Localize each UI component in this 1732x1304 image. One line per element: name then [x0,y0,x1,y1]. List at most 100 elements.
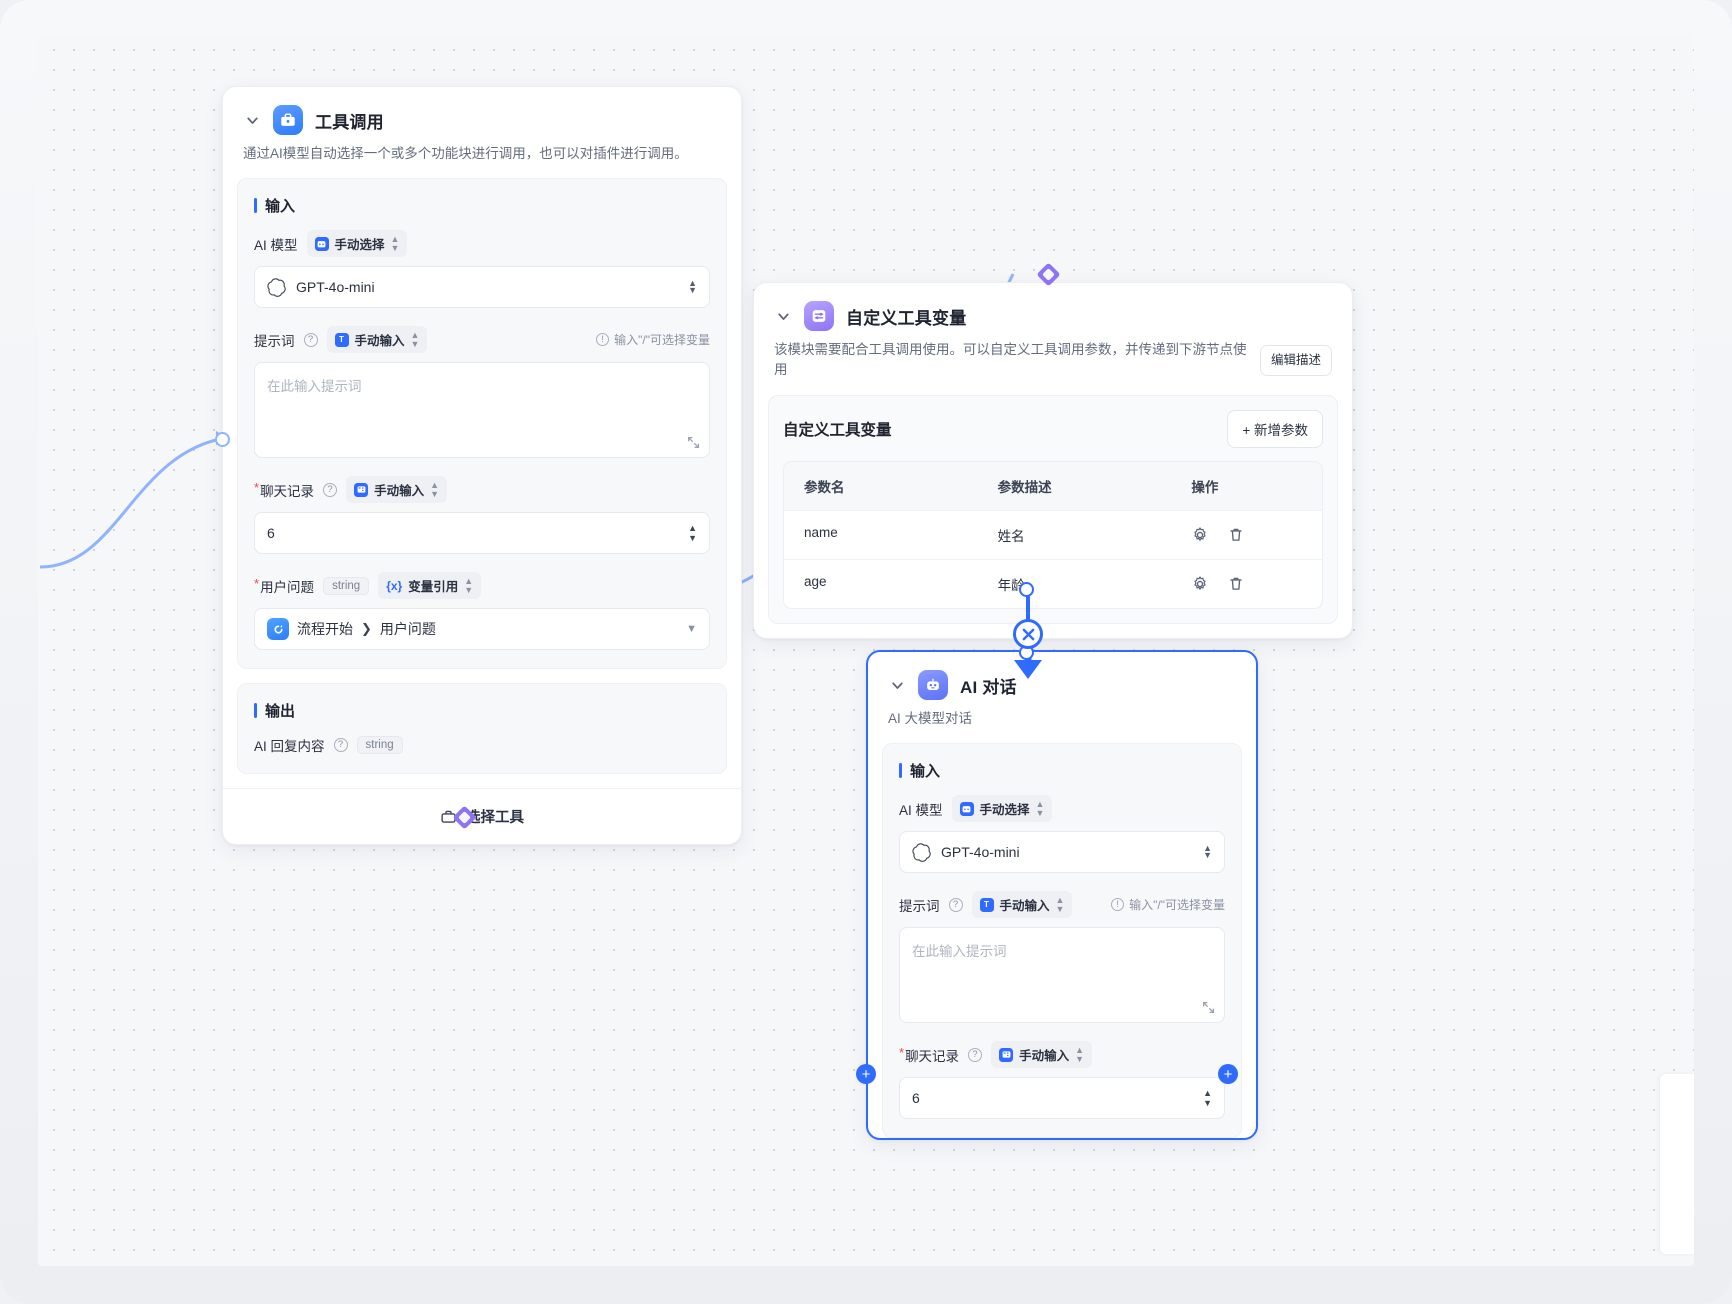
variable-braces-icon: {x} [386,578,403,593]
field-row-prompt: 提示词 ? T 手动输入 ▲▼ ! 输入"/"可选择变量 [899,891,1225,919]
field-row-prompt: 提示词 ? T 手动输入 ▲▼ ! 输入"/"可选择变量 [254,326,710,354]
flow-start-icon [267,618,289,641]
info-icon: ! [596,333,610,347]
chevron-updown-icon: ▲▼ [1075,1044,1084,1064]
chevron-updown-icon: ▲▼ [430,479,439,499]
help-icon[interactable]: ? [333,738,348,753]
remove-connection-button[interactable] [1013,619,1043,649]
collapse-chevron-icon[interactable] [888,676,906,694]
number-stepper[interactable]: ▲▼ [688,522,697,543]
user-question-mode-pill[interactable]: {x} 变量引用 ▲▼ [378,572,482,600]
user-question-mode-label: 变量引用 [408,580,459,595]
port-toolcall-input[interactable] [215,432,230,447]
expand-icon[interactable] [1202,1001,1215,1014]
collapse-chevron-icon[interactable] [243,111,261,129]
help-icon[interactable]: ? [948,897,963,912]
number-stepper[interactable]: ▲▼ [1203,1087,1212,1108]
chat-history-number-input[interactable]: 6 ▲▼ [899,1077,1225,1120]
right-edge-panel [1660,1074,1694,1254]
workflow-canvas-viewport: 工具调用 通过AI模型自动选择一个或多个功能块进行调用，也可以对插件进行调用。 … [38,34,1694,1266]
trash-icon[interactable] [1227,526,1245,544]
prompt-mode-pill[interactable]: T 手动输入 ▲▼ [326,326,428,354]
ai-chat-header: AI 对话 AI 大模型对话 [868,652,1256,729]
select-tool-button[interactable]: 选择工具 [223,788,741,844]
node-title: 工具调用 [315,112,384,132]
prompt-hint: ! 输入"/"可选择变量 [1111,896,1225,913]
user-question-variable-ref[interactable]: 流程开始 ❯ 用户问题 ▼ [254,608,710,651]
chevron-updown-icon[interactable]: ▲▼ [1203,843,1212,861]
chat-history-mode-pill[interactable]: 手动输入 ▲▼ [991,1041,1092,1069]
chat-history-value: 6 [267,525,275,542]
robot-badge-icon [314,236,329,251]
help-icon[interactable]: ? [323,482,338,497]
edit-description-button[interactable]: 编辑描述 [1259,344,1332,376]
tool-call-output-section: 输出 AI 回复内容 ? string [237,683,727,775]
node-description: 该模块需要配合工具调用使用。可以自定义工具调用参数，并传递到下游节点使用 [774,342,1247,378]
prompt-mode-pill[interactable]: T 手动输入 ▲▼ [971,891,1073,919]
output-section-title: 输出 [254,700,710,721]
chevron-updown-icon: ▲▼ [464,575,474,595]
robot-badge-icon [959,801,974,816]
node-ai-chat[interactable]: AI 对话 AI 大模型对话 输入 AI 模型 手动选择 ▲▼ [866,650,1258,1141]
number-badge-icon [999,1047,1014,1062]
node-tool-call[interactable]: 工具调用 通过AI模型自动选择一个或多个功能块进行调用，也可以对插件进行调用。 … [215,86,742,846]
input-section-title: 输入 [254,195,710,216]
port-var-bottom[interactable] [1019,582,1034,597]
model-mode-pill[interactable]: 手动选择 ▲▼ [951,795,1053,823]
node-description: AI 大模型对话 [888,711,973,726]
help-icon[interactable]: ? [303,332,318,347]
trash-icon[interactable] [1227,575,1245,593]
chevron-updown-icon: ▲▼ [410,329,420,349]
parameter-table: 参数名 参数描述 操作 name 姓名 [783,460,1323,609]
cell-param-name: name [784,509,978,559]
column-header-name: 参数名 [804,479,845,495]
input-section-title: 输入 [899,760,1225,781]
connector-stem [1026,594,1030,622]
table-row[interactable]: name 姓名 [784,509,1322,559]
chat-history-label: 聊天记录 [254,480,314,500]
chat-history-mode-label: 手动输入 [374,484,425,499]
add-node-left-button[interactable]: + [856,1064,876,1084]
chat-history-number-input[interactable]: 6 ▲▼ [254,512,710,555]
prompt-textarea[interactable]: 在此输入提示词 [899,927,1225,1024]
prompt-mode-label: 手动输入 [354,334,405,349]
prompt-placeholder: 在此输入提示词 [912,944,1007,960]
model-select[interactable]: GPT-4o-mini ▲▼ [899,831,1225,874]
chat-history-mode-label: 手动输入 [1019,1049,1070,1064]
model-label: AI 模型 [254,237,298,253]
prompt-textarea[interactable]: 在此输入提示词 [254,362,710,459]
collapse-chevron-icon[interactable] [774,307,792,325]
chat-history-mode-pill[interactable]: 手动输入 ▲▼ [346,476,447,504]
table-caption: 自定义工具变量 [783,421,892,439]
node-description: 通过AI模型自动选择一个或多个功能块进行调用，也可以对插件进行调用。 [243,146,688,161]
custom-tool-var-header: 自定义工具变量 该模块需要配合工具调用使用。可以自定义工具调用参数，并传递到下游… [754,283,1352,381]
prompt-label: 提示词 [899,898,940,914]
field-row-chat-history: 聊天记录 ? 手动输入 ▲▼ [899,1041,1225,1069]
add-parameter-button[interactable]: + 新增参数 [1227,409,1323,448]
prompt-mode-label: 手动输入 [999,899,1050,914]
model-mode-pill[interactable]: 手动选择 ▲▼ [306,230,408,258]
cell-actions [1171,509,1322,559]
table-header-row: 参数名 参数描述 操作 [784,461,1322,510]
ai-chat-input-section: 输入 AI 模型 手动选择 ▲▼ GPT-4o-mini [882,743,1242,1139]
prompt-hint-text: 输入"/"可选择变量 [614,333,710,348]
help-icon[interactable]: ? [968,1047,983,1062]
field-row-model: AI 模型 手动选择 ▲▼ [254,230,710,258]
output-label: AI 回复内容 [254,739,325,755]
chat-history-value: 6 [912,1090,920,1107]
model-select[interactable]: GPT-4o-mini ▲▼ [254,266,710,309]
gear-icon[interactable] [1191,526,1209,544]
add-node-right-button[interactable]: + [1218,1064,1238,1084]
node-description-row: 该模块需要配合工具调用使用。可以自定义工具调用参数，并传递到下游节点使用 编辑描… [774,340,1332,381]
model-value: GPT-4o-mini [296,279,375,296]
table-row[interactable]: age 年龄 [784,558,1322,608]
expand-icon[interactable] [687,436,700,449]
chevron-down-icon[interactable]: ▼ [686,623,697,636]
user-question-type-tag: string [323,576,370,595]
gear-icon[interactable] [1191,575,1209,593]
node-custom-tool-variable[interactable]: 自定义工具变量 该模块需要配合工具调用使用。可以自定义工具调用参数，并传递到下游… [753,282,1353,639]
chevron-updown-icon[interactable]: ▲▼ [688,278,697,296]
close-icon [1022,628,1034,640]
number-badge-icon [354,482,369,497]
